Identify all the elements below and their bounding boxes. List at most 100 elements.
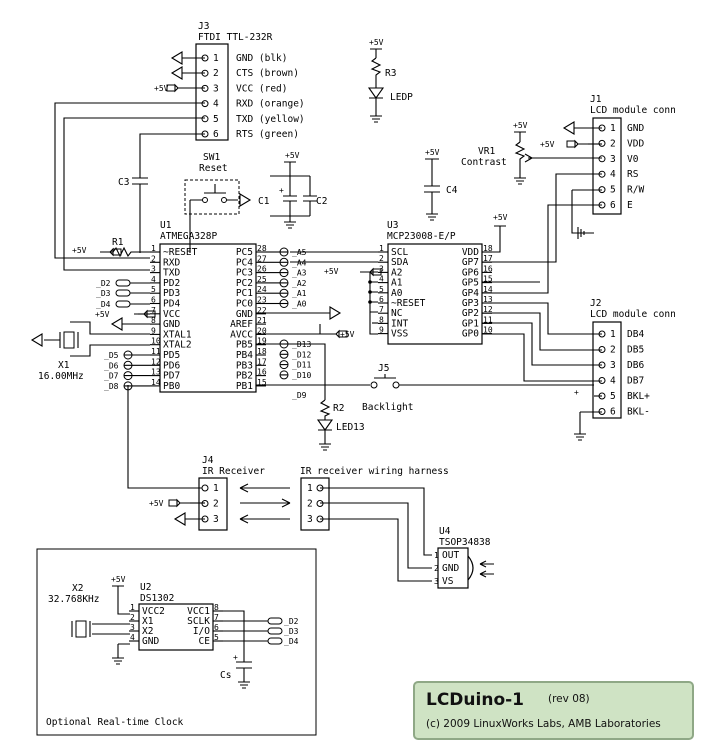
svg-text:Reset: Reset <box>199 163 228 174</box>
u1-pin-name: PB2 <box>236 371 253 382</box>
u1-pin-name: GND <box>163 319 180 330</box>
svg-text:+5V: +5V <box>285 151 300 160</box>
u2-pin-num: 6 <box>214 623 219 632</box>
u1-pin-name: PC5 <box>236 247 253 258</box>
svg-text:LCD module conn: LCD module conn <box>590 105 676 116</box>
j5-backlight-jumper: J5 Backlight <box>256 363 594 413</box>
u1-pin-num: 1 <box>151 244 156 253</box>
svg-text:+5V: +5V <box>111 575 126 584</box>
harness-pin-num: 1 <box>307 483 313 494</box>
svg-text:LED13: LED13 <box>336 422 365 433</box>
svg-text:C3: C3 <box>118 177 129 188</box>
vr1-contrast-pot: +5V VR1 Contrast <box>461 121 602 185</box>
u4-pin-label: OUT <box>442 550 459 561</box>
j3-pin-label: CTS (brown) <box>236 68 299 79</box>
j3-ref: J3 <box>198 21 209 32</box>
j1-pin-label: V0 <box>627 154 639 165</box>
u1-pin-num: 11 <box>151 347 161 356</box>
u1-pin-name: GND <box>236 309 253 320</box>
svg-text:+5V: +5V <box>369 38 384 47</box>
j1-pin-label: GND <box>627 123 644 134</box>
svg-text:U1: U1 <box>160 220 172 231</box>
svg-text:+5V: +5V <box>540 140 555 149</box>
svg-text:16.00MHz: 16.00MHz <box>38 371 84 382</box>
u1-right-signals: _A5_A4_A3_A2_A1_A0_D13_D12_D11_D10_D9 <box>266 247 311 400</box>
u1-signal-label: _D11 <box>292 361 311 370</box>
u4-pin-label: VS <box>442 576 454 587</box>
j1-pin-label: E <box>627 200 633 211</box>
j1-pin-2 <box>598 139 606 147</box>
svg-text:ATMEGA328P: ATMEGA328P <box>160 231 217 242</box>
u3-pin-name: GP2 <box>462 308 479 319</box>
u1-pin-num: 3 <box>151 265 156 274</box>
r2-resistor: R2 LED13 <box>316 399 365 451</box>
u1-pin-num: 16 <box>257 368 267 377</box>
svg-text:C4: C4 <box>446 185 458 196</box>
u1-signal-label: _D2 <box>96 279 111 288</box>
u3-pin-name: VDD <box>462 247 479 258</box>
j3-pin-num: 6 <box>213 129 219 140</box>
svg-text:U4: U4 <box>439 526 451 537</box>
u1-signal-label: _D8 <box>104 382 119 391</box>
u2-pin-name: VCC2 <box>142 606 165 617</box>
u3-pin-name: INT <box>391 318 408 329</box>
j4-pin-num: 2 <box>213 499 219 510</box>
j1-gnd-arrow <box>563 121 602 135</box>
svg-text:X2: X2 <box>72 583 83 594</box>
u1-pin-name: TXD <box>163 268 180 279</box>
u1-pin-num: 26 <box>257 265 267 274</box>
j3-pin-4 <box>201 100 209 108</box>
svg-text:TSOP34838: TSOP34838 <box>439 537 491 548</box>
title-text: LCDuino-1 <box>426 690 524 710</box>
u3-pin-num: 15 <box>483 275 493 284</box>
u4-pin-num: 1 <box>434 551 439 560</box>
u3-pin-name: A2 <box>391 267 402 278</box>
u3-pin-num: 13 <box>483 295 493 304</box>
j1-pin-num: 4 <box>610 169 616 180</box>
u1-pin-num: 20 <box>257 326 267 335</box>
svg-text:U2: U2 <box>140 582 151 593</box>
j1-pin-label: R/W <box>627 185 644 196</box>
j2-pin-label: BKL- <box>627 407 650 418</box>
svg-text:Cs: Cs <box>220 670 231 681</box>
j2-pin-num: 3 <box>610 360 616 371</box>
j2-pin-label: BKL+ <box>627 391 650 402</box>
harness-pin-num: 3 <box>307 514 313 525</box>
u2-pin-name: X2 <box>142 626 153 637</box>
j2-pin-num: 2 <box>610 345 616 356</box>
signal-port <box>115 300 131 308</box>
u1-pin-name: PD4 <box>163 299 180 310</box>
svg-text:R1: R1 <box>112 237 124 248</box>
j3-pin-label: RTS (green) <box>236 129 299 140</box>
u1-pin-name: PD6 <box>163 360 180 371</box>
u1-signal-label: _D3 <box>96 289 111 298</box>
signal-port <box>267 617 283 625</box>
u1-signal-label: _A1 <box>292 289 307 298</box>
ir-harness-connector: IR receiver wiring harness 123 <box>300 466 449 531</box>
j3-pin-label: GND (blk) <box>236 53 287 64</box>
revision-text: (rev 08) <box>548 693 590 705</box>
u4-pin-num: 2 <box>434 564 439 573</box>
j4-pin-num: 1 <box>213 483 219 494</box>
u4-pin-label: GND <box>442 563 459 574</box>
j3-pin-num: 1 <box>213 53 219 64</box>
j1-pin-num: 2 <box>610 138 616 149</box>
u1-pin-name: PD7 <box>163 371 180 382</box>
u2-pin-num: 3 <box>130 623 135 632</box>
u3-pin-num: 18 <box>483 244 493 253</box>
u1-pin-name: AVCC <box>230 329 253 340</box>
svg-text:+5V: +5V <box>95 310 110 319</box>
svg-text:+: + <box>233 653 238 662</box>
u1-pin-name: PC2 <box>236 278 253 289</box>
c4-capacitor: +5V C4 <box>424 148 458 221</box>
j2-pin-label: DB6 <box>627 360 644 371</box>
svg-text:Backlight: Backlight <box>362 402 413 413</box>
svg-text:J2: J2 <box>590 298 601 309</box>
j2-bkl-minus-gnd <box>573 411 602 441</box>
u1-pin-num: 13 <box>151 368 161 377</box>
svg-text:+5V: +5V <box>154 84 169 93</box>
u1-signal-label: _D10 <box>292 371 311 380</box>
u1-pin-name: PC1 <box>236 288 253 299</box>
